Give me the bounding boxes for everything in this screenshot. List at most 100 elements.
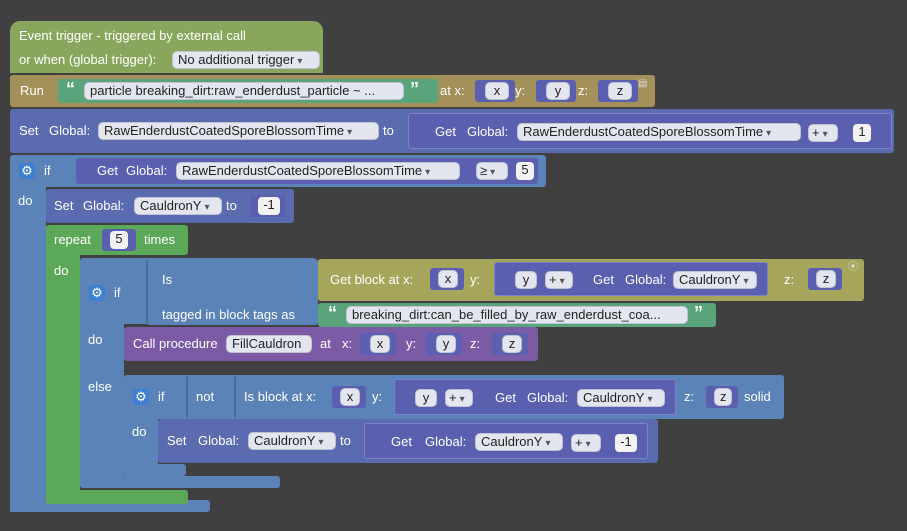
y-variable-block[interactable]: y (426, 333, 462, 355)
chevron-down-icon: ▾ (559, 276, 565, 287)
run-particle-block[interactable]: Run “ particle breaking_dirt:raw_enderdu… (10, 75, 655, 107)
do-label: do (88, 332, 103, 347)
get-var-dropdown[interactable]: RawEnderdustCoatedSporeBlossomTime▾ (176, 162, 460, 180)
number-block[interactable]: -1 (250, 195, 286, 217)
set-global-blossom-block[interactable]: Set Global: RawEnderdustCoatedSporeBloss… (10, 109, 894, 153)
global-label: Global: (198, 433, 240, 448)
gear-icon[interactable]: ⚙ (19, 163, 35, 179)
settings-dot-icon[interactable]: ⦿ (848, 262, 858, 273)
z-variable-block[interactable]: z (598, 80, 638, 102)
number-field[interactable]: -1 (258, 197, 280, 215)
operator-dropdown[interactable]: +▾ (571, 434, 601, 452)
times-label: times (144, 232, 176, 247)
x-var-pill: x (485, 82, 509, 100)
chevron-down-icon: ▾ (297, 56, 303, 67)
global-var-dropdown[interactable]: RawEnderdustCoatedSporeBlossomTime▾ (98, 122, 379, 140)
gear-icon[interactable]: ⚙ (133, 389, 149, 405)
repeat-footer (46, 490, 188, 504)
run-label: Run (20, 83, 44, 98)
repeat-count-block[interactable]: 5 (102, 229, 136, 251)
chevron-down-icon: ▾ (425, 167, 431, 178)
get-block-label: Get block at x: (330, 272, 414, 287)
global-var-dropdown[interactable]: CauldronY▾ (134, 197, 222, 215)
math-add-block[interactable]: y +▾ Get Global: CauldronY▾ (394, 379, 676, 415)
number-field[interactable]: -1 (615, 434, 637, 452)
set-global-cauldrony-block[interactable]: Set Global: CauldronY▾ to -1 (46, 189, 294, 223)
get-global-block[interactable]: Get Global: CauldronY▾ (377, 431, 571, 453)
z-variable-block[interactable]: z (706, 386, 738, 408)
get-label: Get (391, 434, 412, 449)
solid-label: solid (744, 389, 771, 404)
get-global-block[interactable]: Get Global: RawEnderdustCoatedSporeBloss… (423, 121, 808, 143)
y-variable-block[interactable]: y (536, 80, 576, 102)
x-variable-block[interactable]: x (332, 386, 366, 408)
is-tagged-block[interactable]: Is tagged in block tags as (146, 259, 318, 325)
global-label: Global: (126, 163, 168, 178)
get-var-dropdown[interactable]: CauldronY▾ (577, 389, 665, 407)
math-add-block[interactable]: Get Global: CauldronY▾ +▾ -1 (364, 423, 648, 459)
tag-field[interactable]: breaking_dirt:can_be_filled_by_raw_ender… (346, 306, 688, 324)
repeat-block[interactable]: repeat 5 times (46, 225, 188, 255)
get-block-at-block[interactable]: Get block at x: x y: y +▾ Get Global: Ca… (318, 259, 864, 301)
y-var-pill: y (415, 389, 437, 407)
get-global-block[interactable]: Get Global: RawEnderdustCoatedSporeBloss… (88, 160, 472, 182)
if-inner-footer (80, 476, 280, 488)
y-variable-block[interactable]: y (403, 387, 443, 409)
repeat-count-field[interactable]: 5 (110, 231, 128, 249)
set-label: Set (19, 123, 39, 138)
event-title: Event trigger - triggered by external ca… (19, 28, 246, 43)
quote-close-icon: ” (410, 79, 419, 99)
event-trigger-block[interactable]: Event trigger - triggered by external ca… (10, 21, 323, 73)
get-var-dropdown[interactable]: CauldronY▾ (673, 271, 757, 289)
tag-text-block[interactable]: “ breaking_dirt:can_be_filled_by_raw_end… (318, 303, 716, 327)
operator-dropdown[interactable]: +▾ (808, 124, 838, 142)
procedure-dropdown[interactable]: FillCauldron (226, 335, 312, 353)
chevron-down-icon: ▾ (545, 438, 551, 449)
y-variable-block[interactable]: y (503, 269, 545, 291)
else-label: else (88, 379, 112, 394)
z-var-pill: z (502, 335, 522, 353)
not-block[interactable]: not Is block at x: x y: y +▾ Get Global:… (186, 375, 772, 419)
repeat-rail (46, 253, 80, 498)
get-label: Get (593, 272, 614, 287)
call-procedure-block[interactable]: Call procedure FillCauldron at x: x y: y… (124, 327, 538, 361)
math-add-block[interactable]: Get Global: RawEnderdustCoatedSporeBloss… (408, 113, 892, 149)
compare-block[interactable]: Get Global: RawEnderdustCoatedSporeBloss… (76, 158, 538, 184)
z-var-pill: z (608, 82, 632, 100)
x-variable-block[interactable]: x (430, 268, 464, 290)
quote-close-icon: ” (694, 303, 703, 323)
global-var-dropdown[interactable]: CauldronY▾ (248, 432, 336, 450)
x-var-pill: x (370, 335, 390, 353)
set-global-cauldrony-decrement-block[interactable]: Set Global: CauldronY▾ to Get Global: Ca… (158, 419, 658, 463)
operator-dropdown[interactable]: +▾ (545, 271, 573, 289)
operator-dropdown[interactable]: +▾ (445, 389, 473, 407)
x-variable-block[interactable]: x (475, 80, 515, 102)
gear-icon[interactable]: ⚙ (89, 285, 105, 301)
if-not-header[interactable]: ⚙ if not Is block at x: x y: y +▾ Get Gl… (124, 375, 784, 419)
number-field[interactable]: 5 (516, 162, 534, 180)
comment-icon[interactable]: ▤ (638, 78, 648, 89)
z-variable-block[interactable]: z (808, 268, 842, 290)
z-label: z: (578, 83, 589, 98)
get-var-dropdown[interactable]: RawEnderdustCoatedSporeBlossomTime▾ (517, 123, 801, 141)
get-global-block[interactable]: Get Global: CauldronY▾ (483, 387, 669, 409)
to-label: to (226, 198, 237, 213)
number-field[interactable]: 1 (853, 124, 871, 142)
z-variable-block[interactable]: z (492, 333, 528, 355)
if-block-outer[interactable]: ⚙ if Get Global: RawEnderdustCoatedSpore… (10, 155, 546, 187)
get-global-block[interactable]: Get Global: CauldronY▾ (581, 269, 761, 291)
chevron-down-icon: ▾ (318, 437, 324, 448)
math-add-block[interactable]: y +▾ Get Global: CauldronY▾ (494, 262, 768, 296)
x-variable-block[interactable]: x (360, 333, 396, 355)
chevron-down-icon: ▾ (204, 202, 210, 213)
get-var-dropdown[interactable]: CauldronY▾ (475, 433, 563, 451)
particle-field[interactable]: particle breaking_dirt:raw_enderdust_par… (84, 82, 404, 100)
is-block-solid[interactable]: Is block at x: x y: y +▾ Get Global: Cau… (234, 375, 772, 419)
z-label: z: (470, 336, 481, 351)
particle-text-block[interactable]: “ particle breaking_dirt:raw_enderdust_p… (58, 79, 438, 103)
y-label: y: (406, 336, 417, 351)
trigger-dropdown[interactable]: No additional trigger▾ (172, 51, 320, 69)
if-label: if (44, 163, 51, 178)
if-not-footer (124, 464, 186, 476)
compare-operator-dropdown[interactable]: ≥▾ (476, 162, 508, 180)
